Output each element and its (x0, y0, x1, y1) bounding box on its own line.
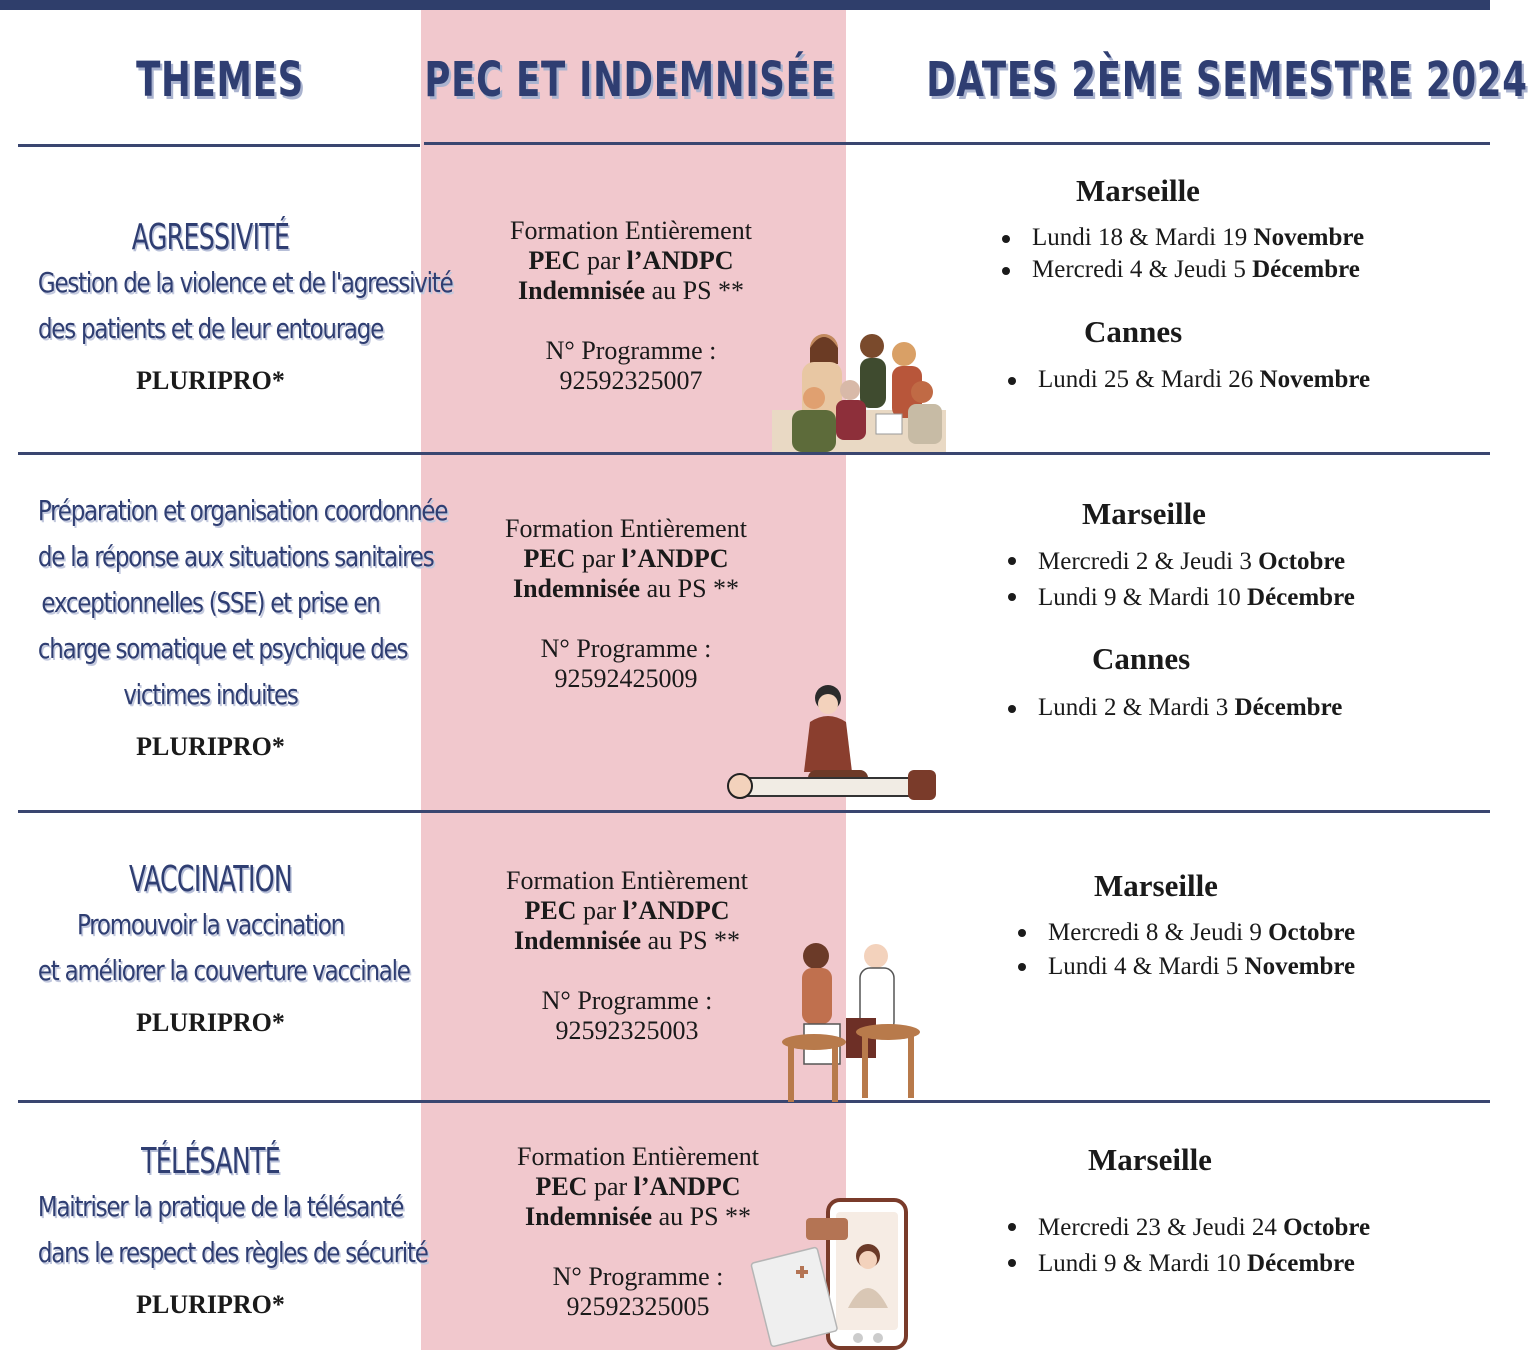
date-item: Lundi 9 & Mardi 10 Décembre (1008, 580, 1355, 616)
city-marseille: Marseille (1094, 868, 1218, 903)
theme-desc-line: de la réponse aux situations sanitaires (37, 540, 435, 573)
theme-telesante: TÉLÉSANTÉ Maitriser la pratique de la té… (0, 1140, 429, 1320)
group-meeting-illustration-icon (772, 334, 946, 452)
theme-agressivite: AGRESSIVITÉ Gestion de la violence et de… (0, 216, 454, 396)
city-marseille: Marseille (1082, 496, 1206, 531)
pec-par: par (587, 1172, 634, 1201)
divider-row-1 (18, 452, 1490, 455)
date-list: Lundi 18 & Mardi 19 Novembre Mercredi 4 … (1002, 222, 1364, 286)
theme-vaccination: VACCINATION Promouvoir la vaccination et… (0, 858, 421, 1038)
theme-title: AGRESSIVITÉ (131, 217, 290, 258)
pec-line: Formation Entièrement (517, 1142, 759, 1171)
divider-header-right (424, 142, 1490, 145)
theme-tag: PLURIPRO* (136, 1008, 285, 1037)
date-item: Lundi 2 & Mardi 3 Décembre (1008, 692, 1342, 724)
theme-tag: PLURIPRO* (136, 732, 285, 761)
pec-line: Formation Entièrement (506, 866, 748, 895)
pec-block: Formation Entièrement PEC par l’ANDPC In… (478, 1142, 798, 1322)
date-list: Lundi 25 & Mardi 26 Novembre (1008, 364, 1370, 396)
pec-andpc: l’ANDPC (626, 246, 734, 275)
date-item: Lundi 25 & Mardi 26 Novembre (1008, 364, 1370, 396)
pec-au-ps: au PS ** (652, 1202, 752, 1231)
pec-column-background (421, 10, 846, 1350)
pec-label: PEC (535, 1172, 588, 1201)
pec-block: Formation Entièrement PEC par l’ANDPC In… (471, 216, 791, 396)
theme-tag: PLURIPRO* (136, 366, 285, 395)
program-label: N° Programme : (545, 336, 717, 365)
header-themes: THEMES (136, 52, 304, 108)
pec-indemnisee: Indemnisée (513, 926, 642, 955)
divider-row-3 (18, 1100, 1490, 1103)
date-list: Lundi 2 & Mardi 3 Décembre (1008, 692, 1342, 724)
pec-par: par (575, 544, 622, 573)
pec-au-ps: au PS ** (645, 276, 745, 305)
theme-desc-line: Gestion de la violence et de l'agressivi… (37, 266, 454, 299)
pec-line: Formation Entièrement (510, 216, 752, 245)
theme-desc-line: et améliorer la couverture vaccinale (37, 954, 411, 987)
telehealth-illustration-icon (750, 1198, 908, 1350)
pec-indemnisee: Indemnisée (524, 1202, 653, 1231)
date-list: Mercredi 8 & Jeudi 9 Octobre Lundi 4 & M… (1018, 916, 1355, 984)
date-list: Mercredi 2 & Jeudi 3 Octobre Lundi 9 & M… (1008, 544, 1355, 616)
city-marseille: Marseille (1076, 173, 1200, 208)
theme-tag: PLURIPRO* (136, 1290, 285, 1319)
pec-andpc: l’ANDPC (622, 896, 730, 925)
date-item: Mercredi 4 & Jeudi 5 Décembre (1002, 254, 1364, 286)
theme-desc-line: exceptionnelles (SSE) et prise en (41, 586, 380, 619)
date-item: Lundi 9 & Mardi 10 Décembre (1008, 1246, 1370, 1282)
theme-desc-line: Maitriser la pratique de la télésanté (37, 1190, 404, 1223)
date-item: Lundi 4 & Mardi 5 Novembre (1018, 950, 1355, 984)
theme-sse: Préparation et organisation coordonnée d… (0, 488, 449, 762)
city-cannes: Cannes (1092, 641, 1191, 676)
date-item: Lundi 18 & Mardi 19 Novembre (1002, 222, 1364, 254)
program-label: N° Programme : (552, 1262, 724, 1291)
pec-block: Formation Entièrement PEC par l’ANDPC In… (467, 866, 787, 1046)
program-number: 92592325005 (566, 1292, 710, 1321)
pec-andpc: l’ANDPC (633, 1172, 741, 1201)
theme-desc-line: dans le respect des règles de sécurité (37, 1236, 429, 1269)
theme-desc-line: charge somatique et psychique des (37, 632, 409, 665)
first-aid-illustration-icon (727, 685, 936, 800)
pec-andpc: l’ANDPC (621, 544, 729, 573)
pec-par: par (580, 246, 627, 275)
pec-au-ps: au PS ** (641, 926, 741, 955)
pec-par: par (576, 896, 623, 925)
date-item: Mercredi 23 & Jeudi 24 Octobre (1008, 1210, 1370, 1246)
program-number: 92592325007 (559, 366, 703, 395)
date-list: Mercredi 23 & Jeudi 24 Octobre Lundi 9 &… (1008, 1210, 1370, 1282)
pec-indemnisee: Indemnisée (517, 276, 646, 305)
program-number: 92592325003 (555, 1016, 699, 1045)
header-dates: DATES 2ÈME SEMESTRE 2024 (926, 52, 1528, 108)
date-item: Mercredi 2 & Jeudi 3 Octobre (1008, 544, 1355, 580)
pec-label: PEC (524, 896, 577, 925)
program-number: 92592425009 (554, 664, 698, 693)
pec-label: PEC (528, 246, 581, 275)
theme-title: VACCINATION (129, 859, 293, 900)
divider-row-2 (18, 810, 1490, 813)
pec-line: Formation Entièrement (505, 514, 747, 543)
theme-title: TÉLÉSANTÉ (141, 1141, 281, 1182)
pec-indemnisee: Indemnisée (512, 574, 641, 603)
vaccination-illustration-icon (782, 943, 920, 1102)
program-label: N° Programme : (541, 986, 713, 1015)
divider-header (18, 144, 420, 147)
date-item: Mercredi 8 & Jeudi 9 Octobre (1018, 916, 1355, 950)
theme-desc-line: Promouvoir la vaccination (76, 908, 345, 941)
top-bar (0, 0, 1490, 10)
theme-desc-line: Préparation et organisation coordonnée (37, 494, 449, 527)
theme-desc-line: victimes induites (123, 678, 299, 711)
city-marseille: Marseille (1088, 1142, 1212, 1177)
header-pec: PEC ET INDEMNISÉE (424, 52, 836, 108)
pec-block: Formation Entièrement PEC par l’ANDPC In… (466, 514, 786, 694)
pec-au-ps: au PS ** (640, 574, 740, 603)
theme-desc-line: des patients et de leur entourage (37, 312, 384, 345)
pec-label: PEC (523, 544, 576, 573)
program-label: N° Programme : (540, 634, 712, 663)
city-cannes: Cannes (1084, 314, 1183, 349)
